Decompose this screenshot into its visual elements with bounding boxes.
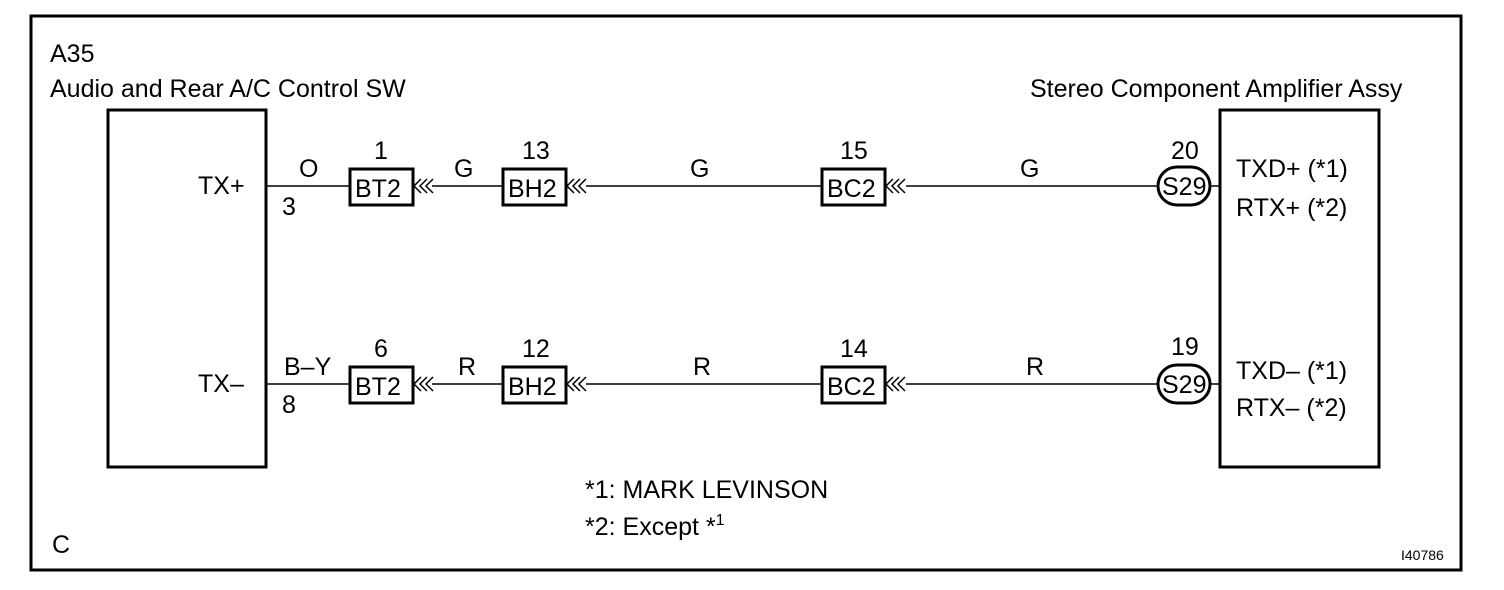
connector-name: BT2 <box>355 175 401 203</box>
right-pin-bottom-label-2: RTX– (*2) <box>1236 394 1347 422</box>
left-component-code: A35 <box>50 40 94 68</box>
wire-color-label: B–Y <box>284 353 332 381</box>
wire-color-label: R <box>1026 353 1044 381</box>
footnote-2-text: *2: Except * <box>585 513 716 541</box>
right-pin-top-label-2: RTX+ (*2) <box>1236 194 1347 222</box>
connector-chevron-icon <box>565 376 587 392</box>
corner-label: C <box>52 531 70 559</box>
splice-name: S29 <box>1162 371 1206 399</box>
connector-name: BC2 <box>827 175 876 203</box>
wire-color-label: G <box>454 155 473 183</box>
splice-pin-number: 20 <box>1171 137 1199 165</box>
terminal-number: 8 <box>282 391 296 419</box>
right-component-box <box>1218 108 1381 469</box>
connector-chevron-icon <box>565 178 587 194</box>
splice-s29-oval <box>1156 165 1212 207</box>
connector-name: BC2 <box>827 373 876 401</box>
splice-s29-oval <box>1156 363 1212 405</box>
connector-chevron-icon <box>412 178 434 194</box>
terminal-number: 3 <box>282 193 296 221</box>
left-pin-bottom-label: TX– <box>198 370 244 398</box>
figure-id: I40786 <box>1401 547 1444 563</box>
connector-bc2-box <box>820 365 887 405</box>
connector-chevron-icon <box>884 376 906 392</box>
left-pin-top-label: TX+ <box>198 172 245 200</box>
connector-bh2-box <box>501 167 568 207</box>
splice-name: S29 <box>1162 173 1206 201</box>
connector-chevron-icon <box>412 376 434 392</box>
connector-bc2-box <box>820 167 887 207</box>
wire-color-label: O <box>299 155 318 183</box>
connector-name: BT2 <box>355 373 401 401</box>
connector-bh2-box <box>501 365 568 405</box>
left-component-name: Audio and Rear A/C Control SW <box>50 75 406 103</box>
footnote-2-superscript: 1 <box>716 512 725 529</box>
connector-pin-number: 6 <box>374 335 388 363</box>
footnote-2: *2: Except *1 <box>585 512 725 541</box>
footnote-1: *1: MARK LEVINSON <box>585 476 828 504</box>
connector-pin-number: 14 <box>840 335 868 363</box>
connector-bt2-box <box>348 365 415 405</box>
connector-name: BH2 <box>508 373 557 401</box>
wire-color-label: G <box>1020 155 1039 183</box>
splice-pin-number: 19 <box>1171 333 1199 361</box>
connector-chevron-icon <box>884 178 906 194</box>
wire-color-label: R <box>693 353 711 381</box>
connector-pin-number: 15 <box>840 137 868 165</box>
connector-pin-number: 13 <box>522 137 550 165</box>
connector-pin-number: 12 <box>522 335 550 363</box>
circuit-top: 3 O 1 BT2 G 13 BH2 G 15 BC2 G 20 S29 <box>266 137 1220 221</box>
circuit-bottom: 8 B–Y 6 BT2 R 12 BH2 R 14 BC2 R 19 S29 <box>266 333 1220 419</box>
connector-name: BH2 <box>508 175 557 203</box>
right-pin-bottom-label-1: TXD– (*1) <box>1236 357 1347 385</box>
wire-color-label: R <box>458 353 476 381</box>
right-pin-top-label-1: TXD+ (*1) <box>1236 155 1348 183</box>
wire-color-label: G <box>690 155 709 183</box>
left-component-box <box>106 108 268 469</box>
connector-pin-number: 1 <box>374 137 388 165</box>
diagram-frame <box>29 14 1463 572</box>
connector-bt2-box <box>348 167 415 207</box>
right-component-name: Stereo Component Amplifier Assy <box>1030 75 1403 103</box>
